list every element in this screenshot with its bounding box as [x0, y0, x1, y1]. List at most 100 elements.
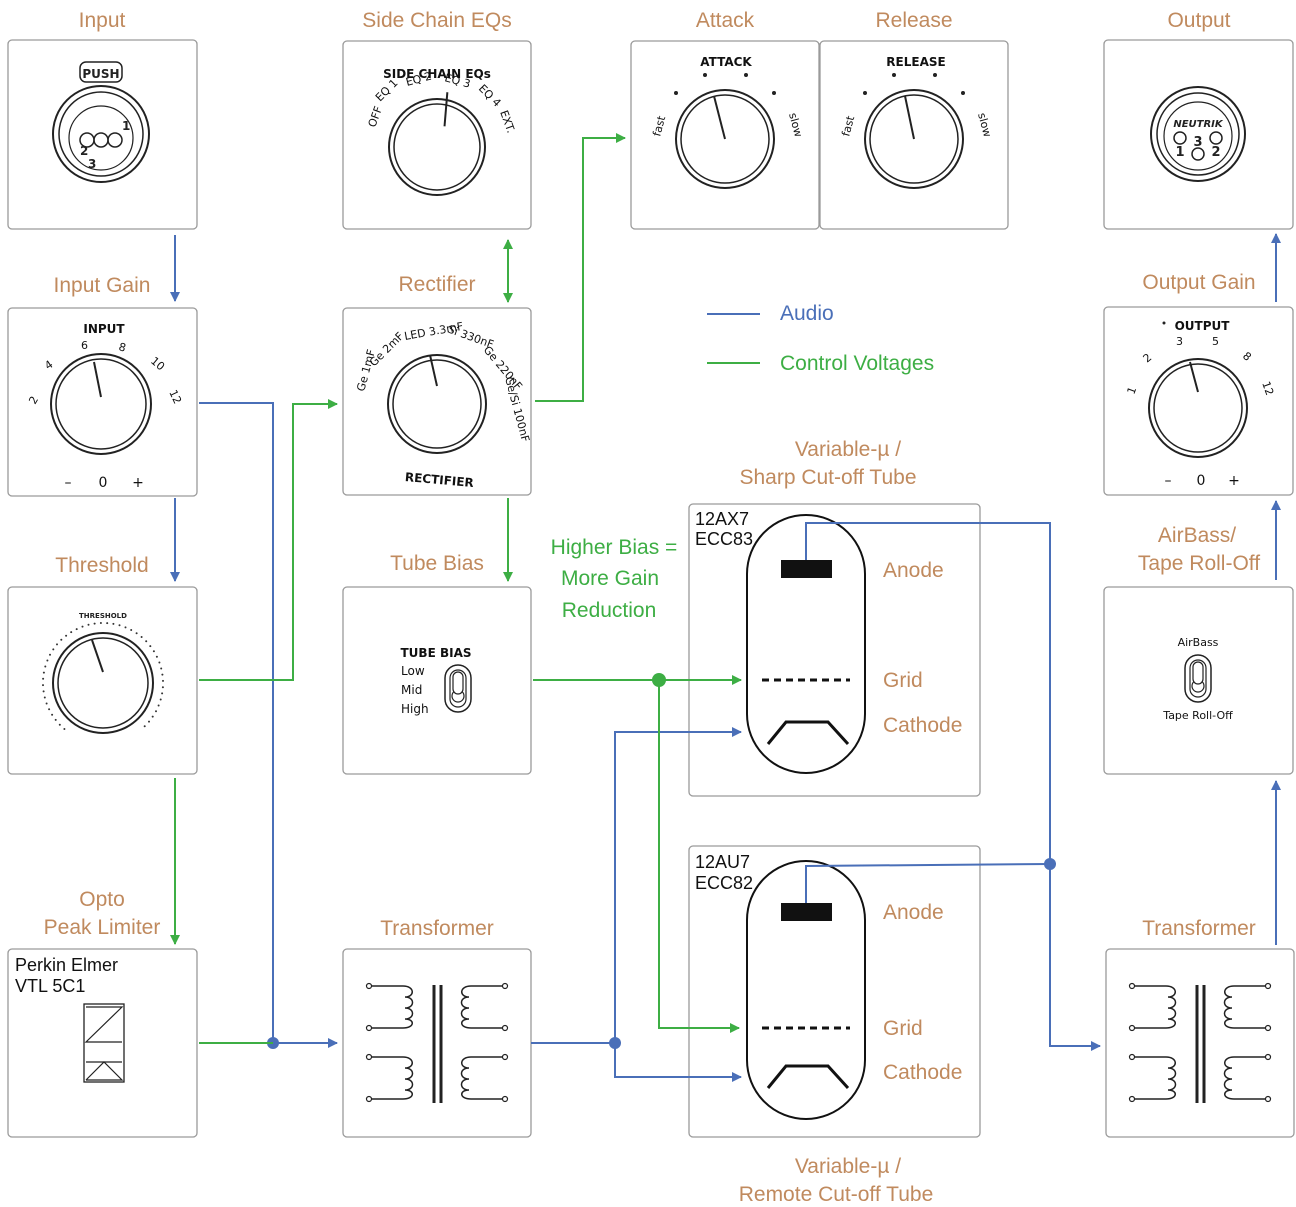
threshold-tick-dot: [63, 728, 66, 730]
input-gain-knob[interactable]: [50, 353, 152, 455]
output-pin-2: 2: [1211, 145, 1220, 160]
title-input: Input: [79, 9, 126, 32]
input-gain-panel: INPUT 2 4 6 8 10 12 – 0 +: [7, 307, 198, 497]
output-zero-label: 0: [1197, 473, 1206, 489]
title-transformer-left: Transformer: [380, 917, 494, 940]
opto-model-line2: VTL 5C1: [15, 976, 85, 996]
output-pin-1: 1: [1175, 145, 1184, 160]
input-pin-1: 1: [122, 119, 130, 133]
attack-slow-label: slow: [786, 111, 805, 138]
threshold-tick-dot: [48, 708, 51, 711]
legend-control-label: Control Voltages: [780, 352, 934, 375]
threshold-tick-dot: [106, 622, 109, 625]
threshold-tick-dot: [158, 661, 161, 664]
threshold-tick-dot: [159, 698, 162, 701]
output-panel: NEUTRIK 1 3 2: [1103, 39, 1294, 230]
threshold-knob[interactable]: [52, 632, 154, 734]
input-scale-12: 12: [166, 388, 184, 406]
rectifier-knob[interactable]: [387, 354, 487, 454]
airbass-top-label: AirBass: [1178, 636, 1219, 649]
tube-bottom-model2: ECC82: [695, 873, 753, 893]
title-airbass-line1: AirBass/: [1158, 524, 1236, 547]
side-chain-eq-knob[interactable]: [388, 92, 486, 196]
threshold-tick-dot: [118, 624, 121, 627]
output-minus-label: –: [1165, 473, 1172, 489]
output-gain-panel: OUTPUT 1 2 3 5 8 12 – 0 +: [1103, 306, 1294, 496]
input-knob-title: INPUT: [83, 322, 125, 336]
legend: Audio Control Voltages: [707, 302, 934, 375]
title-rectifier: Rectifier: [398, 273, 475, 296]
attack-knob-title: ATTACK: [700, 55, 752, 69]
output-scale-3: 3: [1176, 335, 1183, 348]
input-pin-3: 3: [88, 157, 96, 171]
threshold-tick-dot: [149, 645, 152, 648]
threshold-tick-dot: [70, 631, 73, 634]
title-variable-mu-remote-line2: Remote Cut-off Tube: [739, 1183, 934, 1206]
input-pin-2: 2: [80, 144, 88, 158]
side-chain-eqs-panel: SIDE CHAIN EQs OFF EQ 1 EQ 2 EQ 3 EQ 4 E…: [342, 40, 532, 230]
tube-bottom-anode-label: Anode: [883, 901, 944, 924]
bias-note-line1: Higher Bias =: [551, 536, 678, 559]
output-knob-title: OUTPUT: [1175, 319, 1231, 333]
tube-bottom-grid-label: Grid: [883, 1017, 923, 1040]
threshold-tick-dot: [44, 665, 47, 668]
output-gain-knob[interactable]: [1148, 358, 1248, 458]
title-threshold: Threshold: [55, 554, 148, 577]
input-zero-label: 0: [99, 475, 108, 491]
threshold-tick-dot: [161, 686, 164, 689]
input-minus-label: –: [65, 475, 72, 491]
threshold-tick-dot: [143, 725, 146, 728]
threshold-tick-dot: [60, 638, 63, 641]
tube-top-cathode-label: Cathode: [883, 714, 962, 737]
rectifier-knob-title: RECTIFIER: [404, 470, 474, 490]
title-release: Release: [875, 9, 952, 32]
threshold-tick-dot: [161, 673, 164, 676]
xlr-female-connector-icon: PUSH 2 3 1: [52, 61, 150, 183]
threshold-scale-ticks: [42, 622, 164, 730]
tube-12au7-panel: 12AU7 ECC82 Anode Grid Cathode: [688, 845, 981, 1138]
control-voltage-connections: [170, 133, 742, 1044]
audio-connections: [170, 233, 1281, 1082]
release-knob[interactable]: [864, 89, 964, 189]
output-brand-label: NEUTRIK: [1173, 119, 1224, 130]
threshold-tick-dot: [49, 653, 51, 656]
threshold-tick-dot: [140, 636, 143, 638]
legend-audio-label: Audio: [780, 302, 834, 325]
tube-bottom-model1: 12AU7: [695, 852, 750, 872]
threshold-tick-dot: [56, 643, 58, 646]
xlr-male-connector-icon: NEUTRIK 1 3 2: [1150, 86, 1246, 182]
threshold-tick-dot: [65, 634, 68, 637]
input-scale-6: 6: [81, 339, 88, 352]
input-push-label: PUSH: [82, 67, 119, 81]
tube-top-anode-label: Anode: [883, 559, 944, 582]
airbass-toggle-switch[interactable]: [1184, 654, 1212, 703]
threshold-tick-dot: [161, 692, 164, 695]
threshold-tick-dot: [93, 622, 96, 625]
tube-bias-mid: Mid: [401, 683, 422, 697]
threshold-tick-dot: [43, 696, 46, 699]
opto-model-line1: Perkin Elmer: [15, 955, 118, 975]
threshold-tick-dot: [45, 702, 48, 705]
threshold-tick-dot: [151, 715, 154, 718]
input-scale-8: 8: [117, 340, 127, 354]
threshold-tick-dot: [160, 667, 163, 670]
threshold-knob-title: THRESHOLD: [79, 612, 127, 620]
side-chain-knob-title: SIDE CHAIN EQs: [383, 67, 491, 81]
output-scale-1: 1: [1125, 385, 1140, 396]
tube-bias-title: TUBE BIAS: [401, 646, 472, 660]
title-variable-mu-remote-line1: Variable-µ /: [795, 1155, 901, 1178]
tube-top-model1: 12AX7: [695, 509, 749, 529]
title-airbass-line2: Tape Roll-Off: [1138, 552, 1260, 575]
title-opto-line2: Peak Limiter: [44, 916, 161, 939]
tube-top-grid-label: Grid: [883, 669, 923, 692]
release-knob-title: RELEASE: [886, 55, 945, 69]
tube-bias-toggle-switch[interactable]: [444, 664, 472, 713]
tube-bottom-cathode-label: Cathode: [883, 1061, 962, 1084]
threshold-tick-dot: [42, 684, 44, 687]
title-variable-mu-sharp-line2: Sharp Cut-off Tube: [739, 466, 916, 489]
threshold-tick-dot: [112, 622, 115, 625]
release-fast-label: fast: [839, 114, 857, 138]
tube-bias-low: Low: [401, 664, 425, 678]
attack-knob[interactable]: [675, 89, 775, 189]
transformer-right-panel: [1105, 948, 1295, 1138]
